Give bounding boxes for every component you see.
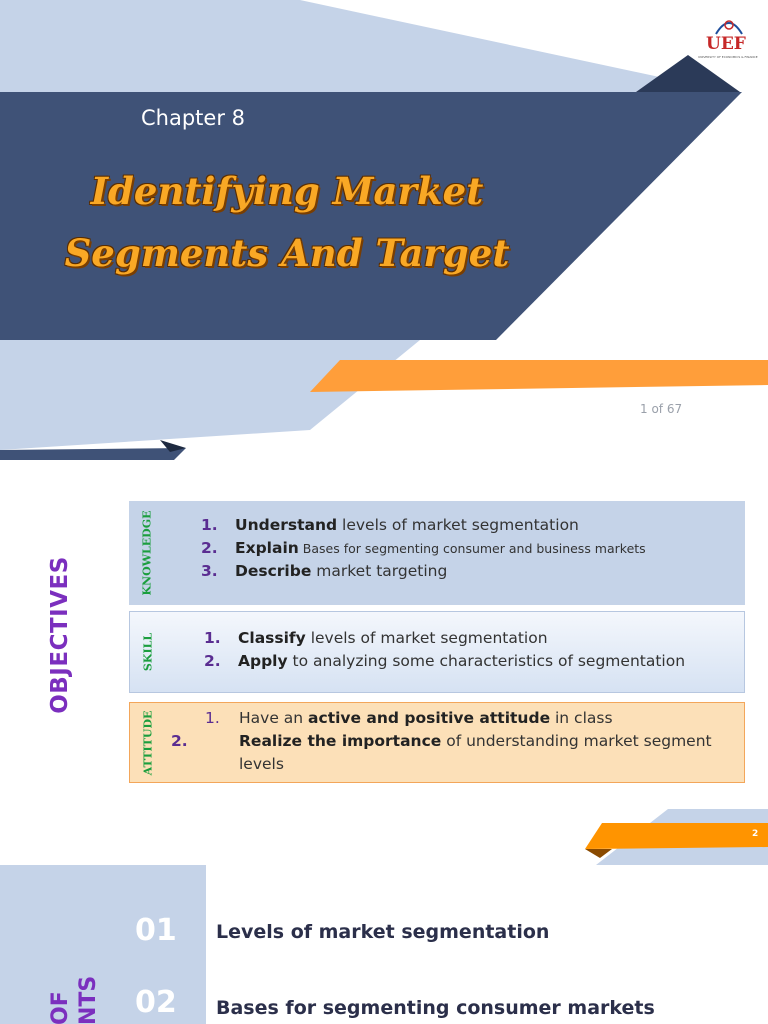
- objectives-background-shapes: [585, 809, 768, 865]
- dark-corner-triangle: [636, 55, 740, 92]
- objectives-side-label: OBJECTIVES: [47, 556, 73, 714]
- skill-box: SKILL 1.Classify levels of market segmen…: [129, 611, 745, 693]
- title-line-2: Segments And Target: [64, 231, 510, 275]
- title-background-shapes: [0, 0, 768, 460]
- lower-light-band: [0, 340, 420, 450]
- slide-contents: OF NTS 01 Levels of market segmentation …: [0, 865, 768, 1024]
- list-item: 1.Have an active and positive attitude i…: [205, 709, 613, 727]
- top-white-wedge: [300, 0, 768, 90]
- page-number-orange-stripe: [585, 823, 768, 849]
- knowledge-box: KNOWLEDGE 1.Understand levels of market …: [129, 501, 745, 605]
- logo-emblem-icon: [715, 20, 743, 35]
- attitude-list: 1.Have an active and positive attitude i…: [171, 707, 745, 776]
- page-number: 2: [752, 829, 759, 839]
- contents-side-panel: [0, 865, 206, 1024]
- list-item: 1.Understand levels of market segmentati…: [201, 516, 579, 534]
- bottom-dark-notch: [160, 440, 186, 452]
- list-item: 2.Realize the importance of understandin…: [171, 732, 712, 773]
- slide-objectives: OBJECTIVES KNOWLEDGE 1.Understand levels…: [0, 460, 768, 865]
- contents-item-text: Levels of market segmentation: [216, 921, 550, 943]
- skill-label: SKILL: [141, 632, 155, 672]
- slide-title: Chapter 8 Identifying Market Segments An…: [0, 0, 768, 460]
- contents-item-text: Bases for segmenting consumer markets: [216, 997, 655, 1019]
- university-logo-icon: UEF UNIVERSITY OF ECONOMICS & FINANCE: [696, 14, 762, 62]
- page-indicator: 1 of 67: [640, 402, 683, 416]
- logo-subtitle: UNIVERSITY OF ECONOMICS & FINANCE: [698, 55, 758, 59]
- chapter-label: Chapter 8: [141, 106, 245, 130]
- list-item: 1.Classify levels of market segmentation: [204, 629, 548, 647]
- knowledge-label: KNOWLEDGE: [140, 510, 154, 596]
- orange-stripe-notch: [585, 849, 612, 858]
- list-item: 3.Describe market targeting: [201, 562, 448, 580]
- contents-item-number: 02: [135, 985, 177, 1020]
- bottom-navy-strip: [0, 448, 186, 460]
- list-item: 2.Apply to analyzing some characteristic…: [204, 652, 686, 670]
- list-item: 2.Explain Bases for segmenting consumer …: [201, 539, 646, 557]
- slide-title-text: Identifying Market Segments And Target: [52, 160, 522, 284]
- logo-text: UEF: [706, 34, 746, 54]
- orange-stripe: [310, 360, 768, 392]
- attitude-label: ATTITUDE: [141, 710, 155, 775]
- title-line-1: Identifying Market: [90, 169, 484, 213]
- knowledge-list: 1.Understand levels of market segmentati…: [201, 514, 646, 583]
- contents-side-label: OF NTS: [48, 975, 101, 1024]
- title-navy-band: [0, 92, 742, 340]
- contents-item-number: 01: [135, 913, 177, 948]
- attitude-box: ATTITUDE 1.Have an active and positive a…: [129, 702, 745, 783]
- skill-list: 1.Classify levels of market segmentation…: [204, 627, 685, 673]
